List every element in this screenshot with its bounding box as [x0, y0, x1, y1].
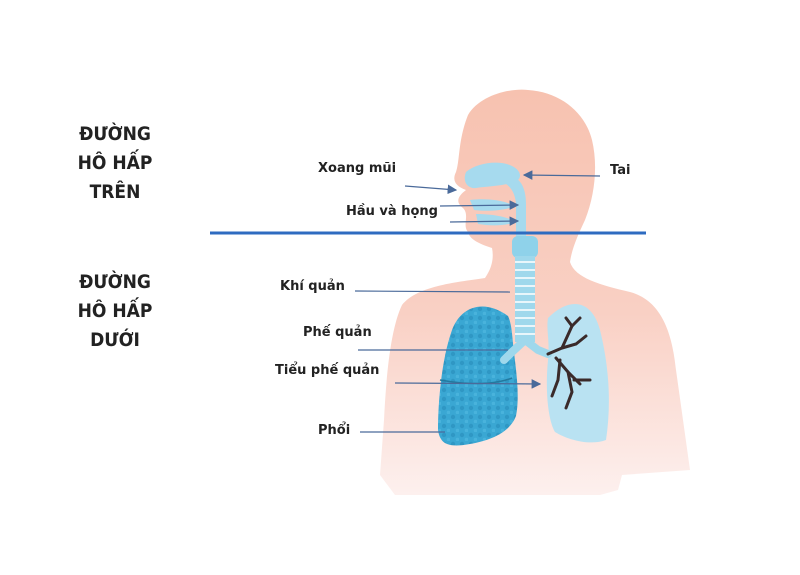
label-ear: Tai [610, 163, 631, 178]
lower-tract-line1: ĐƯỜNG [79, 271, 151, 293]
upper-tract-heading: ĐƯỜNG HÔ HẤP TRÊN [62, 120, 168, 207]
larynx [512, 236, 538, 258]
nasal-cavity [464, 162, 520, 189]
label-bronchi: Phế quản [303, 325, 372, 340]
lung-dark [438, 306, 518, 446]
lower-tract-line3: DƯỚI [90, 329, 140, 351]
label-trachea: Khí quản [280, 279, 345, 294]
label-sinus: Xoang mũi [318, 161, 397, 176]
upper-tract-line1: ĐƯỜNG [79, 123, 151, 145]
label-lungs: Phổi [318, 423, 351, 438]
label-pharynx: Hầu và họng [346, 204, 438, 219]
trachea [515, 256, 535, 342]
upper-tract-line3: TRÊN [89, 181, 141, 203]
lower-tract-line2: HÔ HẤP [77, 300, 153, 322]
lower-tract-heading: ĐƯỜNG HÔ HẤP DƯỚI [62, 268, 168, 355]
label-bronchioles: Tiểu phế quản [275, 363, 380, 378]
bronchi [500, 316, 592, 410]
upper-tract-line2: HÔ HẤP [77, 152, 153, 174]
lung-light [546, 304, 609, 443]
pointer-arrows [354, 170, 601, 433]
